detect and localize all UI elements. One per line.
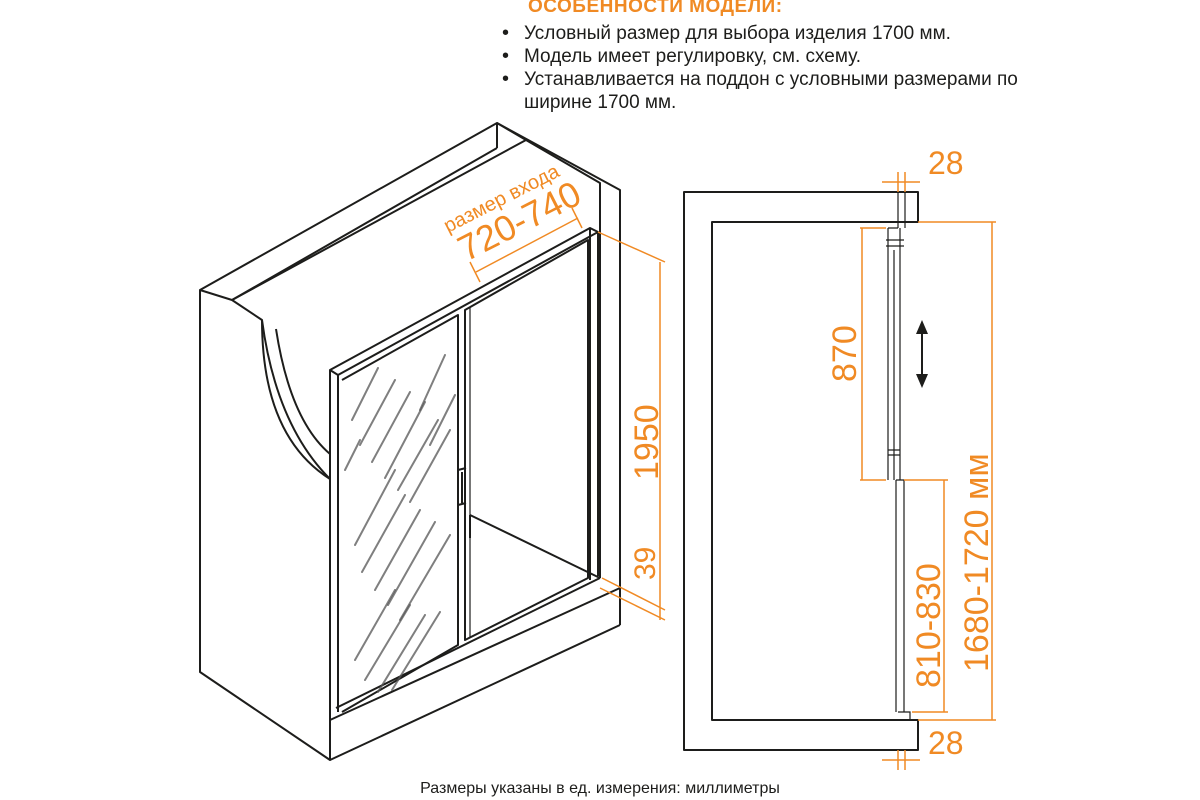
height-dim-lines [597, 231, 666, 611]
isometric-view: 720-740 размер входа 1950 39 [199, 122, 666, 761]
upper-adjust-value: 870 [826, 325, 864, 382]
entrance-dim-line [469, 207, 583, 283]
back-wall-right-top [496, 122, 621, 625]
curved-wall-inner [275, 328, 331, 455]
feature-item: Устанавливается на поддон с условными ра… [498, 68, 1058, 114]
tray-top-line [335, 577, 601, 709]
overall-dim [918, 221, 996, 721]
right-wall-bottom [329, 624, 621, 761]
tray-bottom-line [329, 587, 621, 721]
profile-upper [887, 227, 901, 480]
door-frame-right [589, 228, 599, 580]
top-profile-value: 28 [928, 145, 964, 181]
curved-wall-outer [261, 319, 331, 480]
features-list: Условный размер для выбора изделия 1700 … [498, 22, 1058, 114]
left-wall [199, 289, 331, 761]
profile-lower [895, 479, 911, 720]
adjust-arrow-down [916, 374, 928, 388]
tray-back-edge [469, 514, 601, 579]
adjust-arrow-up [916, 320, 928, 334]
bottom-profile-dim [882, 750, 920, 770]
height-value: 1950 [628, 404, 666, 480]
overall-value: 1680-1720 мм [958, 453, 996, 672]
glass-texture [344, 354, 456, 693]
profile-upper-fixings [886, 239, 904, 456]
back-wall-inner [525, 139, 601, 578]
bottom-profile-value: 28 [928, 725, 964, 761]
feature-item: Модель имеет регулировку, см. схему. [498, 45, 1058, 68]
units-note: Размеры указаны в ед. измерения: миллиме… [420, 780, 780, 797]
lower-adjust-value: 810-830 [910, 563, 948, 688]
tray-value: 39 [629, 547, 662, 580]
door-handle [457, 467, 467, 506]
top-profile-dim [882, 172, 920, 192]
upper-adjust-dim [860, 227, 886, 481]
back-wall-top [231, 123, 498, 301]
features-block: ОСОБЕННОСТИ МОДЕЛИ: Условный размер для … [498, 0, 1058, 114]
section-wall [683, 191, 919, 751]
section-view: 28 28 870 810-830 1680-1720 мм [683, 145, 996, 770]
features-title: ОСОБЕННОСТИ МОДЕЛИ: [528, 0, 783, 17]
lower-adjust-dim [904, 479, 948, 713]
profile-outer [897, 192, 906, 228]
door-frame-left [329, 370, 339, 720]
tray-dim-lines [599, 587, 666, 621]
feature-item: Условный размер для выбора изделия 1700 … [498, 22, 1058, 45]
sliding-panel [464, 239, 589, 641]
